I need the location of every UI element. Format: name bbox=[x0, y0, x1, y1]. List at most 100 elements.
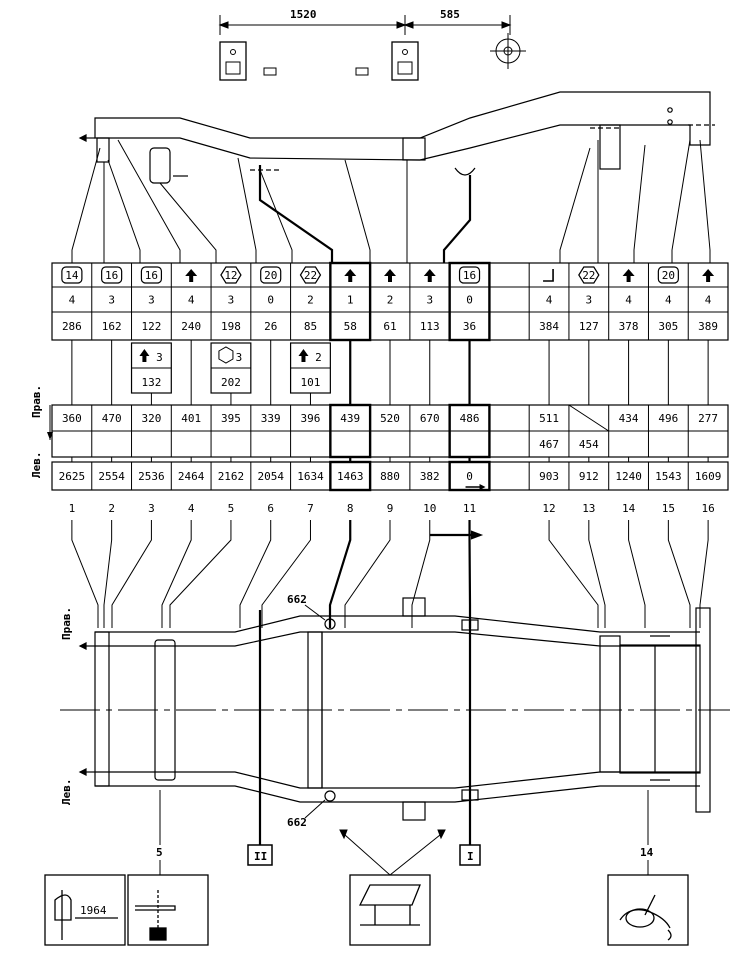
arrow-up-icon bbox=[298, 349, 309, 362]
length-value: 1543 bbox=[655, 470, 682, 483]
left-side-value: 454 bbox=[579, 438, 599, 451]
plan-label-right-side: Прав. bbox=[60, 607, 73, 640]
column-number: 9 bbox=[387, 502, 394, 515]
count-value: 2 bbox=[307, 294, 314, 307]
column-number: 14 bbox=[622, 502, 636, 515]
column-number: 7 bbox=[307, 502, 314, 515]
column-number: 10 bbox=[423, 502, 436, 515]
length-value: 2554 bbox=[98, 470, 125, 483]
height-value: 240 bbox=[181, 320, 201, 333]
label-662-top: 662 bbox=[287, 593, 307, 606]
label-662-bottom: 662 bbox=[287, 816, 307, 829]
bolt-size-value: 14 bbox=[65, 269, 79, 282]
right-side-value: 395 bbox=[221, 412, 241, 425]
column-number: 3 bbox=[148, 502, 155, 515]
detail-box-crossmember bbox=[349, 874, 431, 946]
right-side-value: 486 bbox=[460, 412, 480, 425]
frame-side-elevation bbox=[78, 91, 715, 184]
count-value: 3 bbox=[426, 294, 433, 307]
right-side-value: 496 bbox=[658, 412, 678, 425]
count-value: 4 bbox=[625, 294, 632, 307]
arrow-up-icon bbox=[185, 269, 198, 282]
measurement-table-grid bbox=[51, 261, 729, 492]
frame-plan-view bbox=[60, 597, 730, 821]
hex-nut-icon bbox=[220, 266, 242, 284]
dimension-585: 585 bbox=[440, 8, 460, 21]
length-value: 2625 bbox=[59, 470, 86, 483]
right-side-value: 511 bbox=[539, 412, 559, 425]
bolt-size-value: 22 bbox=[304, 269, 317, 282]
count-value: 3 bbox=[586, 294, 593, 307]
column-number: 4 bbox=[188, 502, 195, 515]
extra-symbol-value: 3 bbox=[236, 351, 243, 364]
callout-leaders bbox=[159, 790, 649, 876]
section-marker-ii: II bbox=[247, 844, 273, 866]
count-value: 2 bbox=[387, 294, 394, 307]
top-dimension-area bbox=[218, 15, 526, 81]
length-value: 2464 bbox=[178, 470, 205, 483]
highlighted-plan-lines bbox=[258, 530, 484, 845]
height-value: 26 bbox=[264, 320, 277, 333]
bolt-head-icon bbox=[140, 266, 163, 284]
count-value: 0 bbox=[267, 294, 274, 307]
right-side-value: 439 bbox=[340, 412, 360, 425]
height-value: 198 bbox=[221, 320, 241, 333]
table-label-right-side: Прав. bbox=[30, 385, 43, 418]
column-number: 13 bbox=[582, 502, 595, 515]
length-value: 2054 bbox=[257, 470, 284, 483]
section-marker-i: I bbox=[459, 844, 481, 866]
column-number: 1 bbox=[69, 502, 76, 515]
height-value: 384 bbox=[539, 320, 559, 333]
column-number: 12 bbox=[542, 502, 555, 515]
count-value: 4 bbox=[69, 294, 76, 307]
height-value: 389 bbox=[698, 320, 718, 333]
column-number: 5 bbox=[228, 502, 235, 515]
bolt-head-icon bbox=[458, 266, 481, 284]
bolt-size-value: 12 bbox=[224, 269, 237, 282]
height-value: 85 bbox=[304, 320, 317, 333]
extra-symbol-value: 3 bbox=[156, 351, 163, 364]
extra-symbol-value: 2 bbox=[315, 351, 322, 364]
count-value: 4 bbox=[188, 294, 195, 307]
right-side-arrowhead bbox=[47, 432, 53, 440]
right-side-value: 434 bbox=[619, 412, 639, 425]
count-value: 4 bbox=[665, 294, 672, 307]
leader-662-bottom bbox=[304, 799, 326, 819]
count-value: 3 bbox=[108, 294, 115, 307]
leader-662-top bbox=[304, 604, 326, 621]
bracket-icon bbox=[543, 269, 554, 282]
callout-14: 14 bbox=[640, 846, 654, 859]
length-value: 2162 bbox=[218, 470, 245, 483]
bolt-size-value: 16 bbox=[145, 269, 158, 282]
length-value: 382 bbox=[420, 470, 440, 483]
count-value: 1 bbox=[347, 294, 354, 307]
right-side-value: 396 bbox=[301, 412, 321, 425]
height-value: 122 bbox=[141, 320, 161, 333]
length-value: 1240 bbox=[615, 470, 642, 483]
extra-height-value: 101 bbox=[301, 376, 321, 389]
column-number: 8 bbox=[347, 502, 354, 515]
right-side-value: 520 bbox=[380, 412, 400, 425]
height-value: 127 bbox=[579, 320, 599, 333]
height-value: 286 bbox=[62, 320, 82, 333]
count-value: 3 bbox=[228, 294, 235, 307]
left-side-value: 467 bbox=[539, 438, 559, 451]
length-value: 0 bbox=[466, 470, 473, 483]
column-number: 2 bbox=[108, 502, 115, 515]
column-number: 15 bbox=[662, 502, 675, 515]
count-value: 0 bbox=[466, 294, 473, 307]
bolt-head-icon bbox=[101, 266, 123, 284]
column-number: 6 bbox=[267, 502, 274, 515]
extra-height-value: 202 bbox=[221, 376, 241, 389]
arrow-up-icon bbox=[622, 269, 635, 282]
bolt-head-icon bbox=[657, 266, 679, 284]
plan-label-left-side: Лев. bbox=[60, 779, 73, 806]
height-value: 113 bbox=[420, 320, 440, 333]
length-value: 2536 bbox=[138, 470, 165, 483]
callout-5: 5 bbox=[156, 846, 163, 859]
leader-lines-plan bbox=[71, 520, 709, 628]
length-value: 880 bbox=[380, 470, 400, 483]
table-label-left-side: Лев. bbox=[30, 452, 43, 479]
